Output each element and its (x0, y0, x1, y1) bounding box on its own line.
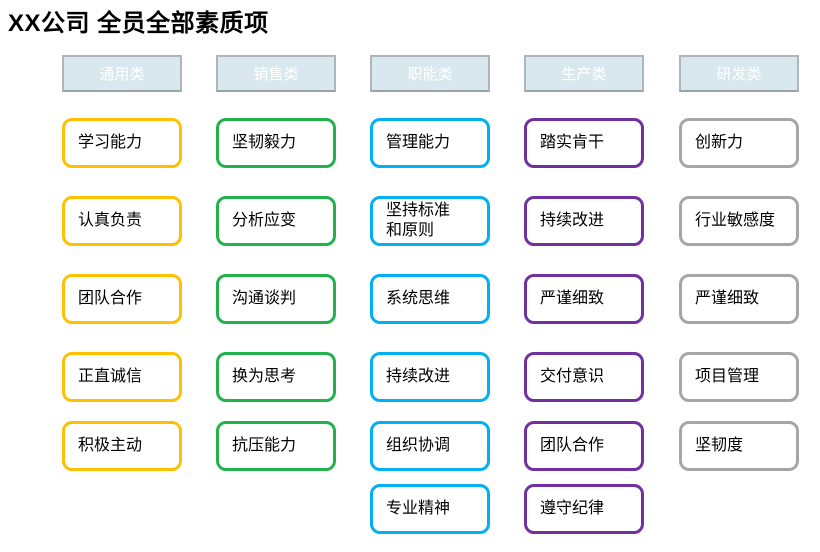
competency-label: 组织协调 (386, 437, 451, 454)
competency-label: 换为思考 (232, 368, 297, 385)
category-column: 职能类管理能力坚持标准 和原则系统思维持续改进组织协调专业精神 (370, 0, 490, 552)
category-header: 销售类 (216, 55, 336, 92)
category-column: 生产类踏实肯干持续改进严谨细致交付意识团队合作遵守纪律 (524, 0, 644, 552)
competency-box: 持续改进 (524, 196, 644, 246)
competency-label: 认真负责 (78, 212, 143, 229)
competency-label: 管理能力 (386, 134, 451, 151)
page-title: XX公司 全员全部素质项 (8, 10, 269, 37)
competency-box: 持续改进 (370, 352, 490, 402)
competency-label: 学习能力 (78, 134, 143, 151)
competency-box: 严谨细致 (524, 274, 644, 324)
competency-label: 坚韧度 (695, 437, 744, 454)
competency-label: 沟通谈判 (232, 290, 297, 307)
competency-box: 组织协调 (370, 421, 490, 471)
category-header: 生产类 (524, 55, 644, 92)
competency-box: 系统思维 (370, 274, 490, 324)
competency-box: 团队合作 (524, 421, 644, 471)
competency-box: 严谨细致 (679, 274, 799, 324)
competency-label: 持续改进 (540, 212, 605, 229)
competency-box: 分析应变 (216, 196, 336, 246)
competency-box: 正直诚信 (62, 352, 182, 402)
competency-box: 沟通谈判 (216, 274, 336, 324)
competency-label: 抗压能力 (232, 437, 297, 454)
competency-box: 项目管理 (679, 352, 799, 402)
competency-box: 坚持标准 和原则 (370, 196, 490, 246)
competency-label: 坚持标准 和原则 (386, 202, 451, 239)
competency-label: 严谨细致 (540, 290, 605, 307)
category-column: 研发类创新力行业敏感度严谨细致项目管理坚韧度 (679, 0, 799, 552)
category-column: 通用类学习能力认真负责团队合作正直诚信积极主动 (62, 0, 182, 552)
competency-box: 行业敏感度 (679, 196, 799, 246)
competency-label: 交付意识 (540, 368, 605, 385)
competency-label: 分析应变 (232, 212, 297, 229)
competency-box: 抗压能力 (216, 421, 336, 471)
competency-label: 专业精神 (386, 500, 451, 517)
competency-label: 严谨细致 (695, 290, 760, 307)
competency-box: 遵守纪律 (524, 484, 644, 534)
category-column: 销售类坚韧毅力分析应变沟通谈判换为思考抗压能力 (216, 0, 336, 552)
competency-label: 团队合作 (78, 290, 143, 307)
competency-label: 创新力 (695, 134, 744, 151)
competency-label: 系统思维 (386, 290, 451, 307)
competency-box: 管理能力 (370, 118, 490, 168)
competency-label: 持续改进 (386, 368, 451, 385)
competency-label: 遵守纪律 (540, 500, 605, 517)
competency-box: 积极主动 (62, 421, 182, 471)
competency-label: 坚韧毅力 (232, 134, 297, 151)
competency-box: 团队合作 (62, 274, 182, 324)
competency-label: 行业敏感度 (695, 212, 776, 229)
competency-box: 换为思考 (216, 352, 336, 402)
competency-box: 专业精神 (370, 484, 490, 534)
competency-label: 项目管理 (695, 368, 760, 385)
category-header: 职能类 (370, 55, 490, 92)
competency-label: 积极主动 (78, 437, 143, 454)
competency-label: 团队合作 (540, 437, 605, 454)
competency-box: 创新力 (679, 118, 799, 168)
competency-box: 坚韧度 (679, 421, 799, 471)
competency-label: 踏实肯干 (540, 134, 605, 151)
competency-box: 踏实肯干 (524, 118, 644, 168)
competency-label: 正直诚信 (78, 368, 143, 385)
category-header: 通用类 (62, 55, 182, 92)
competency-box: 坚韧毅力 (216, 118, 336, 168)
competency-box: 学习能力 (62, 118, 182, 168)
competency-box: 认真负责 (62, 196, 182, 246)
category-header: 研发类 (679, 55, 799, 92)
competency-box: 交付意识 (524, 352, 644, 402)
